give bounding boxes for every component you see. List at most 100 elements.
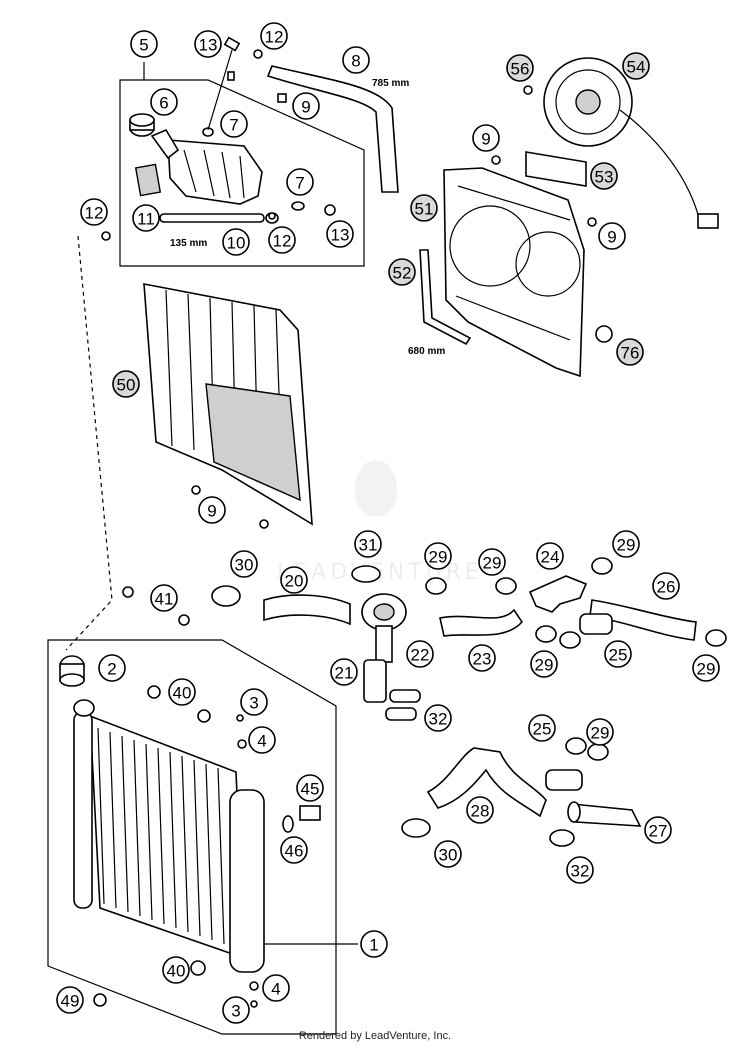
t-fitting-24[interactable] (528, 575, 588, 613)
callout-c32a[interactable]: 32 (424, 704, 452, 732)
callout-c8[interactable]: 8 (342, 46, 370, 74)
callout-c9d[interactable]: 9 (198, 496, 226, 524)
callout-label: 4 (271, 980, 280, 999)
callout-c12a[interactable]: 12 (260, 22, 288, 50)
callout-circle (80, 198, 108, 226)
callout-c23[interactable]: 23 (468, 644, 496, 672)
callout-circle (424, 704, 452, 732)
hose-21[interactable] (363, 659, 387, 703)
callout-c13a[interactable]: 13 (194, 30, 222, 58)
callout-c26[interactable]: 26 (652, 572, 680, 600)
callout-c3b[interactable]: 3 (222, 996, 250, 1024)
callout-circle (566, 856, 594, 884)
callout-c54[interactable]: 54 (622, 52, 650, 80)
callout-circle (644, 816, 672, 844)
callout-c76[interactable]: 76 (616, 338, 644, 366)
callout-c22[interactable]: 22 (406, 640, 434, 668)
clamp-30b[interactable] (401, 818, 431, 838)
callout-c29a[interactable]: 29 (424, 542, 452, 570)
callout-label: 10 (227, 234, 246, 253)
hose-26[interactable] (589, 599, 697, 641)
clamp-30a[interactable] (211, 585, 241, 607)
bracket-53[interactable] (525, 151, 587, 187)
callout-c21[interactable]: 21 (330, 658, 358, 686)
callout-c29e[interactable]: 29 (692, 654, 720, 682)
tank-cap[interactable] (129, 113, 155, 137)
callout-c9a[interactable]: 9 (292, 92, 320, 120)
callout-c11[interactable]: 11 (132, 204, 160, 232)
hose-10[interactable] (159, 212, 279, 224)
callout-c25b[interactable]: 25 (528, 714, 556, 742)
callout-circle (268, 226, 296, 254)
callout-c25a[interactable]: 25 (604, 640, 632, 668)
expansion-tank[interactable] (134, 128, 263, 205)
callout-c30b[interactable]: 30 (434, 840, 462, 868)
clip-76[interactable] (595, 325, 613, 343)
callout-c56[interactable]: 56 (506, 54, 534, 82)
clamps-32a[interactable] (385, 689, 421, 721)
hose-25a[interactable] (579, 613, 613, 635)
callout-c52[interactable]: 52 (388, 258, 416, 286)
callout-circle (280, 566, 308, 594)
clamps-29[interactable] (425, 557, 727, 761)
hose-8[interactable] (266, 65, 399, 193)
drain-hose-52[interactable] (419, 249, 472, 346)
callout-c29b[interactable]: 29 (478, 548, 506, 576)
callout-c13b[interactable]: 13 (326, 220, 354, 248)
callout-c4b[interactable]: 4 (262, 974, 290, 1002)
hose-27[interactable] (567, 801, 642, 827)
callout-circle (506, 54, 534, 82)
callout-c4a[interactable]: 4 (248, 726, 276, 754)
callout-c1[interactable]: 1 (360, 930, 388, 958)
callout-c6[interactable]: 6 (150, 88, 178, 116)
hose-23[interactable] (439, 608, 524, 637)
callout-circle (434, 840, 462, 868)
hose-28[interactable] (426, 747, 547, 818)
callout-c29f[interactable]: 29 (586, 718, 614, 746)
callout-c7a[interactable]: 7 (220, 110, 248, 138)
callout-c30a[interactable]: 30 (230, 550, 258, 578)
fan-shroud[interactable] (443, 167, 585, 378)
callout-c51[interactable]: 51 (410, 194, 438, 222)
callout-circle (466, 796, 494, 824)
callout-c28[interactable]: 28 (466, 796, 494, 824)
clamp-31[interactable] (351, 565, 381, 583)
callout-circle (296, 774, 324, 802)
callout-c45[interactable]: 45 (296, 774, 324, 802)
callout-c41[interactable]: 41 (150, 584, 178, 612)
radiator-cap[interactable] (59, 655, 85, 687)
fan[interactable] (543, 57, 719, 229)
callout-c7b[interactable]: 7 (286, 168, 314, 196)
radiator[interactable] (73, 699, 265, 973)
callout-c2[interactable]: 2 (98, 654, 126, 682)
temp-sensor-45[interactable] (299, 805, 321, 821)
callout-c31[interactable]: 31 (354, 530, 382, 558)
callout-c3a[interactable]: 3 (240, 688, 268, 716)
hose-20[interactable] (263, 594, 351, 626)
callout-c53[interactable]: 53 (590, 162, 618, 190)
callout-c9b[interactable]: 9 (472, 124, 500, 152)
callout-label: 29 (697, 660, 716, 679)
callout-circle (424, 542, 452, 570)
callout-c5[interactable]: 5 (130, 30, 158, 58)
callout-c40b[interactable]: 40 (162, 956, 190, 984)
radiator-guard[interactable] (143, 283, 313, 526)
callout-c10[interactable]: 10 (222, 228, 250, 256)
callout-c29c[interactable]: 29 (612, 530, 640, 558)
callout-c49[interactable]: 49 (56, 986, 84, 1014)
clamp-32b[interactable] (549, 829, 575, 847)
callout-c24[interactable]: 24 (536, 542, 564, 570)
callout-c9c[interactable]: 9 (598, 222, 626, 250)
callout-c46[interactable]: 46 (280, 836, 308, 864)
callout-c20[interactable]: 20 (280, 566, 308, 594)
o-ring-46[interactable] (282, 815, 294, 833)
callout-c40a[interactable]: 40 (168, 678, 196, 706)
callout-c12c[interactable]: 12 (268, 226, 296, 254)
callout-c12b[interactable]: 12 (80, 198, 108, 226)
thermostat-housing-22[interactable] (361, 593, 407, 663)
callout-c27[interactable]: 27 (644, 816, 672, 844)
callout-c29d[interactable]: 29 (530, 650, 558, 678)
callout-c32b[interactable]: 32 (566, 856, 594, 884)
callout-c50[interactable]: 50 (112, 370, 140, 398)
hose-25b[interactable] (545, 769, 583, 791)
